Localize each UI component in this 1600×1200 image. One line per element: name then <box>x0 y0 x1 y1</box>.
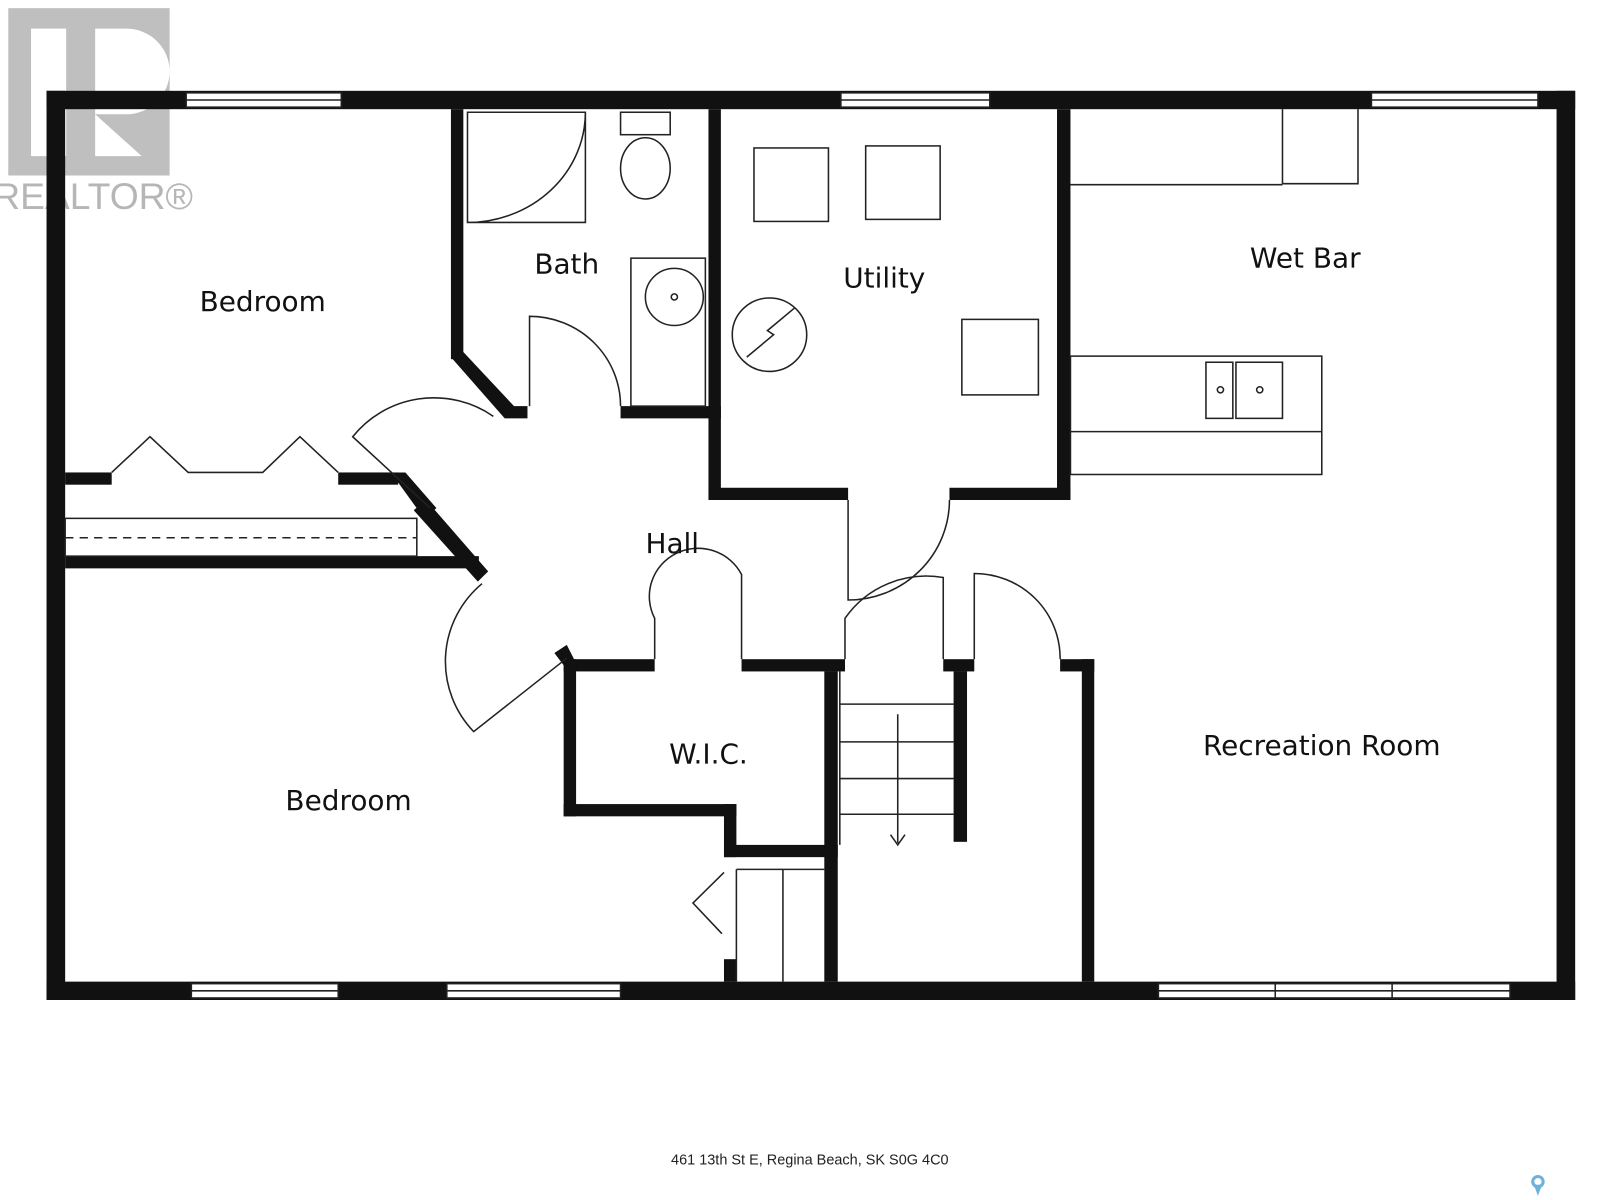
address-text: 461 13th St E, Regina Beach, SK S0G 4C0 <box>671 1152 949 1168</box>
windows <box>185 92 1539 999</box>
room-label-bedroom-bottom: Bedroom <box>285 784 411 817</box>
room-label-hall: Hall <box>645 527 699 560</box>
realtor-logo: REALTOR® <box>0 8 193 217</box>
room-label-wic: W.I.C. <box>669 737 748 770</box>
svg-text:REALTOR®: REALTOR® <box>0 176 193 217</box>
fixtures <box>64 109 1359 982</box>
outer-walls <box>46 90 1576 1000</box>
room-label-wet-bar: Wet Bar <box>1250 242 1361 275</box>
interior-walls <box>65 109 1095 982</box>
room-label-bedroom-top: Bedroom <box>200 285 326 318</box>
room-label-recreation: Recreation Room <box>1203 729 1441 762</box>
room-label-bath: Bath <box>534 248 599 281</box>
map-pin-icon <box>1531 1175 1545 1196</box>
room-label-utility: Utility <box>843 262 925 295</box>
